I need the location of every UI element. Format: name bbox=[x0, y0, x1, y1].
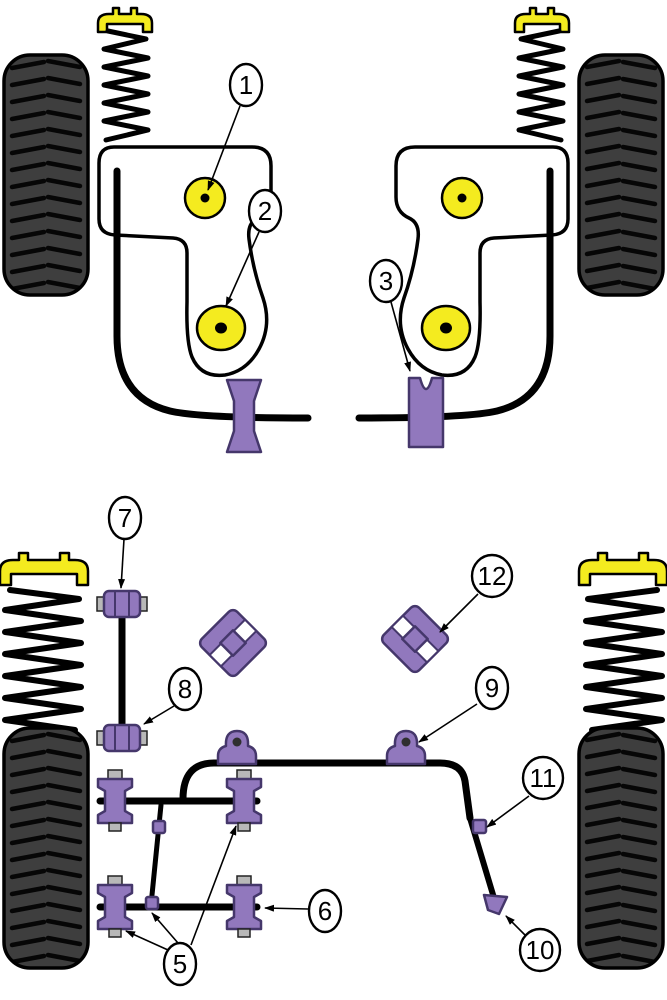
callout-6-label: 6 bbox=[318, 896, 332, 926]
callout-10: 10 bbox=[505, 915, 562, 973]
rear-anti-roll-bar bbox=[179, 759, 474, 822]
callout-5-label: 5 bbox=[173, 949, 187, 979]
drop-link-lower-bush bbox=[95, 723, 149, 753]
callout-11-label: 11 bbox=[530, 763, 557, 793]
callout-6: 6 bbox=[264, 888, 343, 934]
arb-clamp-right bbox=[385, 729, 427, 766]
callout-5: 5 bbox=[125, 825, 237, 987]
callout-2-label: 2 bbox=[258, 196, 272, 226]
tie-link-lower-bush bbox=[144, 895, 160, 911]
callout-3: 3 bbox=[368, 258, 411, 372]
callout-11: 11 bbox=[486, 755, 565, 828]
callout-9-label: 9 bbox=[485, 673, 499, 703]
front-left-arb-bush bbox=[225, 378, 263, 454]
diamond-mount-bush-left bbox=[196, 606, 270, 680]
diamond-mount-bush-right bbox=[378, 602, 452, 676]
callout-12-label: 12 bbox=[478, 561, 507, 591]
callout-3-label: 3 bbox=[379, 266, 393, 296]
callout-9: 9 bbox=[418, 665, 510, 743]
rear-left-corner bbox=[0, 553, 88, 968]
callout-2: 2 bbox=[225, 188, 283, 307]
callout-8-label: 8 bbox=[178, 674, 192, 704]
callout-7: 7 bbox=[107, 495, 143, 589]
callout-1: 1 bbox=[207, 62, 264, 191]
end-link-lower-bush bbox=[482, 893, 509, 916]
arb-clamp-left bbox=[216, 729, 258, 766]
callout-1-label: 1 bbox=[239, 70, 253, 100]
callout-12: 12 bbox=[439, 553, 514, 633]
drop-link-upper-bush bbox=[95, 589, 149, 619]
end-link-upper-bush bbox=[471, 818, 488, 835]
callout-7-label: 7 bbox=[118, 503, 132, 533]
rear-right-corner bbox=[579, 553, 667, 968]
callout-10-label: 10 bbox=[526, 935, 555, 965]
front-right-assembly bbox=[359, 8, 663, 418]
callout-8: 8 bbox=[143, 666, 203, 725]
tie-link-upper-bush bbox=[151, 819, 167, 835]
front-right-arb-bush bbox=[407, 376, 445, 449]
